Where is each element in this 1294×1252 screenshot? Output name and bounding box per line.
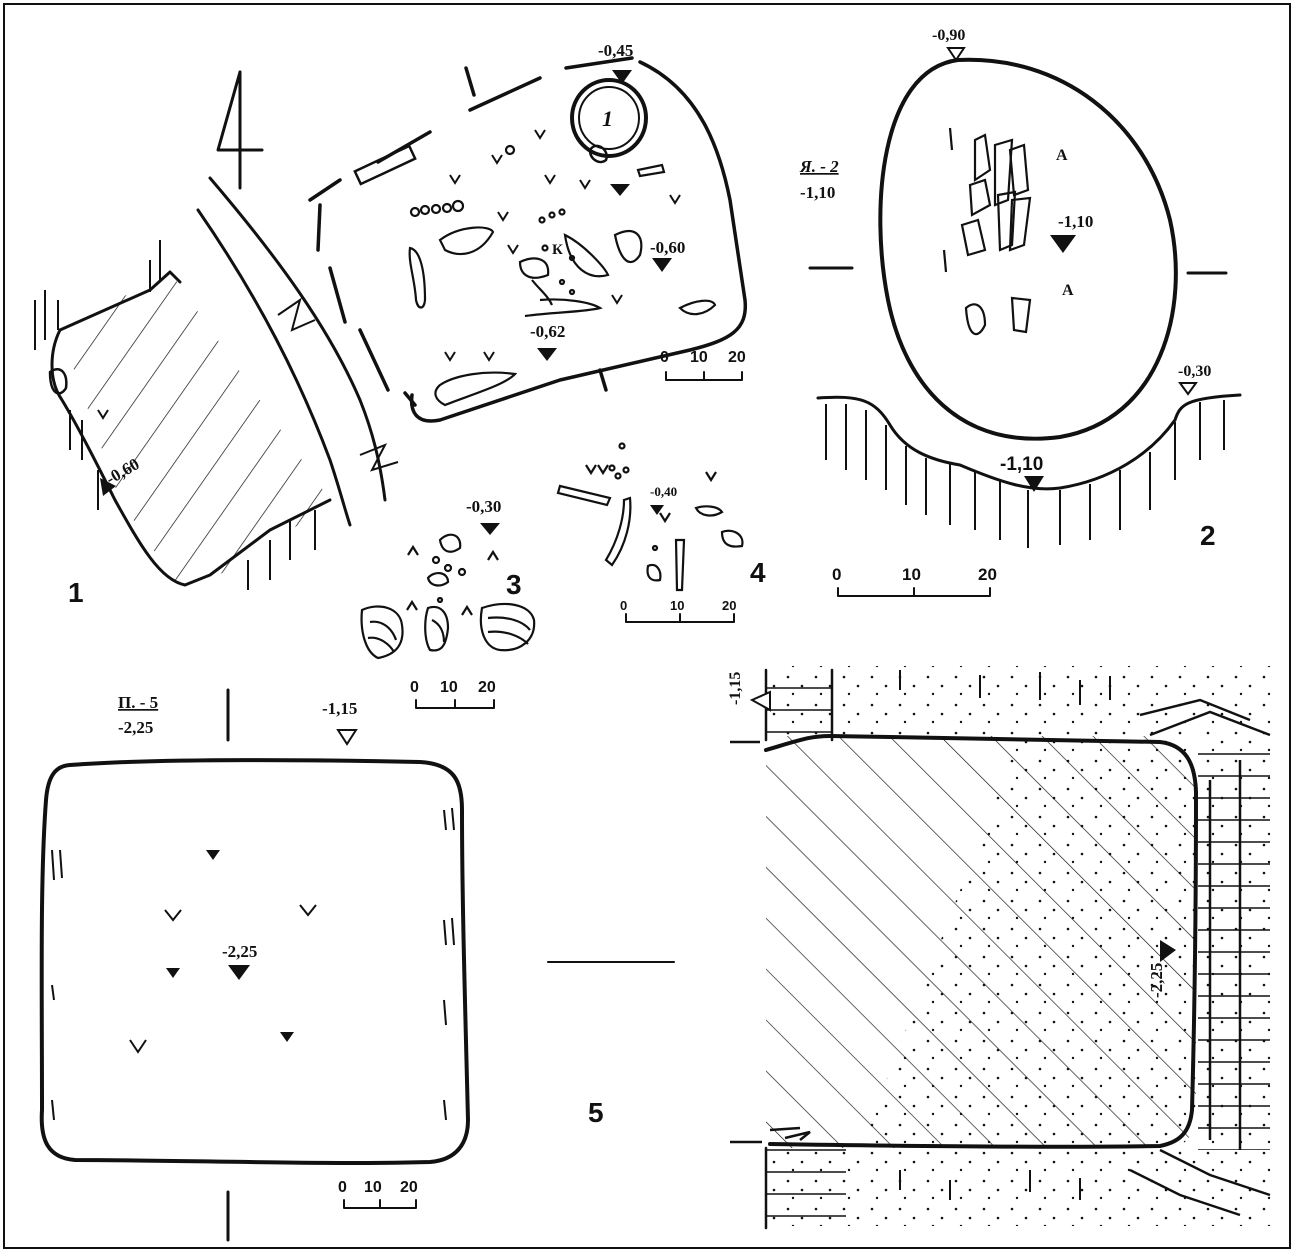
feature-depth-2: -1,10 (800, 183, 835, 202)
svg-text:А: А (1056, 147, 1068, 164)
figure-4: -0,40 0 10 20 4 (556, 442, 766, 623)
svg-text:-0,45: -0,45 (598, 41, 633, 60)
svg-text:20: 20 (400, 1179, 418, 1196)
scale-bar-4: 0 10 20 (620, 598, 736, 623)
section-profile-2 (816, 393, 1242, 548)
svg-text:-1,10: -1,10 (1000, 454, 1043, 475)
svg-text:0: 0 (338, 1179, 347, 1196)
svg-text:-1,15: -1,15 (727, 672, 744, 705)
svg-text:10: 10 (902, 565, 921, 584)
scale-bar-3: 0 10 20 (410, 679, 496, 709)
north-arrow-icon (216, 70, 264, 190)
scale-bar-5: 0 10 20 (338, 1179, 418, 1209)
svg-text:20: 20 (978, 565, 997, 584)
elevation-markers-2: -0,90 -1,10 -0,30 -1,10 (932, 27, 1211, 492)
feature-label-2: Я. - 2 (799, 157, 839, 176)
section-profile-1 (34, 240, 332, 590)
svg-text:20: 20 (478, 679, 496, 696)
svg-text:-1,15: -1,15 (322, 699, 357, 718)
svg-text:10: 10 (690, 349, 708, 366)
object-1-vessel: 1 (570, 78, 648, 164)
figure-4-number: 4 (750, 557, 766, 588)
svg-text:-1,10: -1,10 (1058, 212, 1093, 231)
figure-1: 1 (34, 41, 748, 608)
svg-text:-2,25: -2,25 (1147, 963, 1166, 998)
scale-bar-2: 0 10 20 (832, 565, 997, 597)
feature-label-5: П. - 5 (118, 693, 158, 712)
svg-text:-0,60: -0,60 (650, 238, 685, 257)
svg-text:10: 10 (364, 1179, 382, 1196)
figure-2-number: 2 (1200, 520, 1216, 551)
svg-text:-0,90: -0,90 (932, 27, 965, 44)
svg-text:0: 0 (410, 679, 419, 696)
letter-k: К (552, 242, 563, 258)
figure-2: Я. - 2 -1,10 А А (799, 27, 1242, 597)
svg-text:-0,30: -0,30 (1178, 363, 1211, 380)
svg-text:20: 20 (728, 349, 746, 366)
svg-text:10: 10 (670, 598, 684, 613)
pit-outline-1 (308, 56, 748, 423)
svg-text:-2,25: -2,25 (222, 942, 257, 961)
svg-text:0: 0 (832, 565, 841, 584)
scale-bar-1: 0 10 20 (660, 349, 746, 381)
svg-text:-0,30: -0,30 (466, 497, 501, 516)
object-1-label: 1 (602, 106, 613, 131)
section-profile-5: -1,15 -2,25 (727, 666, 1272, 1230)
svg-text:0: 0 (620, 598, 627, 613)
finds-pit-1 (97, 129, 717, 420)
svg-text:А: А (1062, 282, 1074, 299)
figure-3: -0,30 0 10 20 3 (360, 497, 536, 709)
figure-5: П. - 5 -2,25 -1,15 -2,25 0 10 20 5 (39, 666, 1272, 1242)
svg-text:-0,62: -0,62 (530, 322, 565, 341)
svg-text:0: 0 (660, 349, 669, 366)
plate-frame (3, 3, 1291, 1249)
figure-5-number: 5 (588, 1097, 604, 1128)
figure-3-number: 3 (506, 569, 522, 600)
feature-depth-5: -2,25 (118, 718, 153, 737)
figure-1-number: 1 (68, 577, 84, 608)
svg-text:-0,40: -0,40 (650, 484, 677, 499)
svg-text:20: 20 (722, 598, 736, 613)
svg-text:10: 10 (440, 679, 458, 696)
